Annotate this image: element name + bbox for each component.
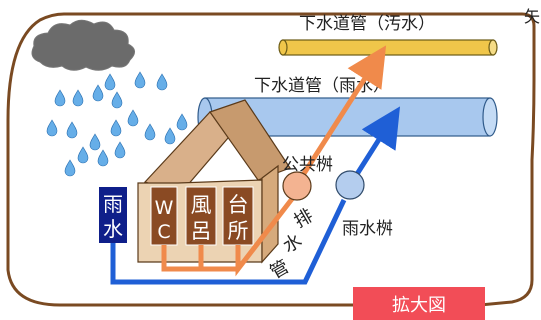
cloud-icon bbox=[31, 19, 135, 71]
rainwater-flow-line bbox=[110, 198, 347, 285]
bath-box-char-2: 呂 bbox=[191, 219, 212, 243]
rain-basin-icon bbox=[335, 170, 365, 200]
bath-box: 風 呂 bbox=[185, 186, 217, 246]
wastewater-flow-lines bbox=[161, 193, 297, 277]
wastewater-sewer-label: 下水道管（汚水） bbox=[299, 14, 435, 34]
public-basin-icon bbox=[282, 171, 312, 201]
rainwater-box: 雨 水 bbox=[99, 187, 127, 243]
top-right-fragment-label: 矢 bbox=[524, 7, 540, 26]
kitchen-box-char-1: 台 bbox=[228, 193, 249, 217]
wc-box-char-2: C bbox=[157, 221, 170, 243]
rain-basin-label: 雨水桝 bbox=[342, 219, 393, 239]
wc-box: W C bbox=[150, 186, 178, 246]
wastewater-sewer-pipe bbox=[278, 39, 498, 56]
bath-box-char-1: 風 bbox=[191, 193, 212, 217]
rainwater-flow-arrow bbox=[349, 106, 401, 184]
enlarged-view-badge: 拡大図 bbox=[353, 287, 485, 320]
enlarged-view-badge-label: 拡大図 bbox=[392, 295, 446, 316]
kitchen-box: 台 所 bbox=[222, 186, 254, 246]
drain-pipe-char-2: 水 bbox=[280, 230, 306, 257]
kitchen-box-char-2: 所 bbox=[228, 219, 249, 243]
public-basin-label: 公共桝 bbox=[282, 155, 333, 175]
enlarged-view-frame bbox=[6, 12, 536, 307]
rainwater-box-char-1: 雨 bbox=[103, 192, 123, 216]
wastewater-flow-arrow bbox=[293, 45, 387, 188]
rainwater-box-char-2: 水 bbox=[103, 217, 123, 241]
rainwater-sewer-label: 下水道管（雨水） bbox=[254, 76, 390, 96]
drain-pipe-char-3: 管 bbox=[267, 256, 293, 283]
wc-box-char-1: W bbox=[155, 197, 174, 219]
drain-pipe-char-1: 排 bbox=[291, 205, 317, 232]
